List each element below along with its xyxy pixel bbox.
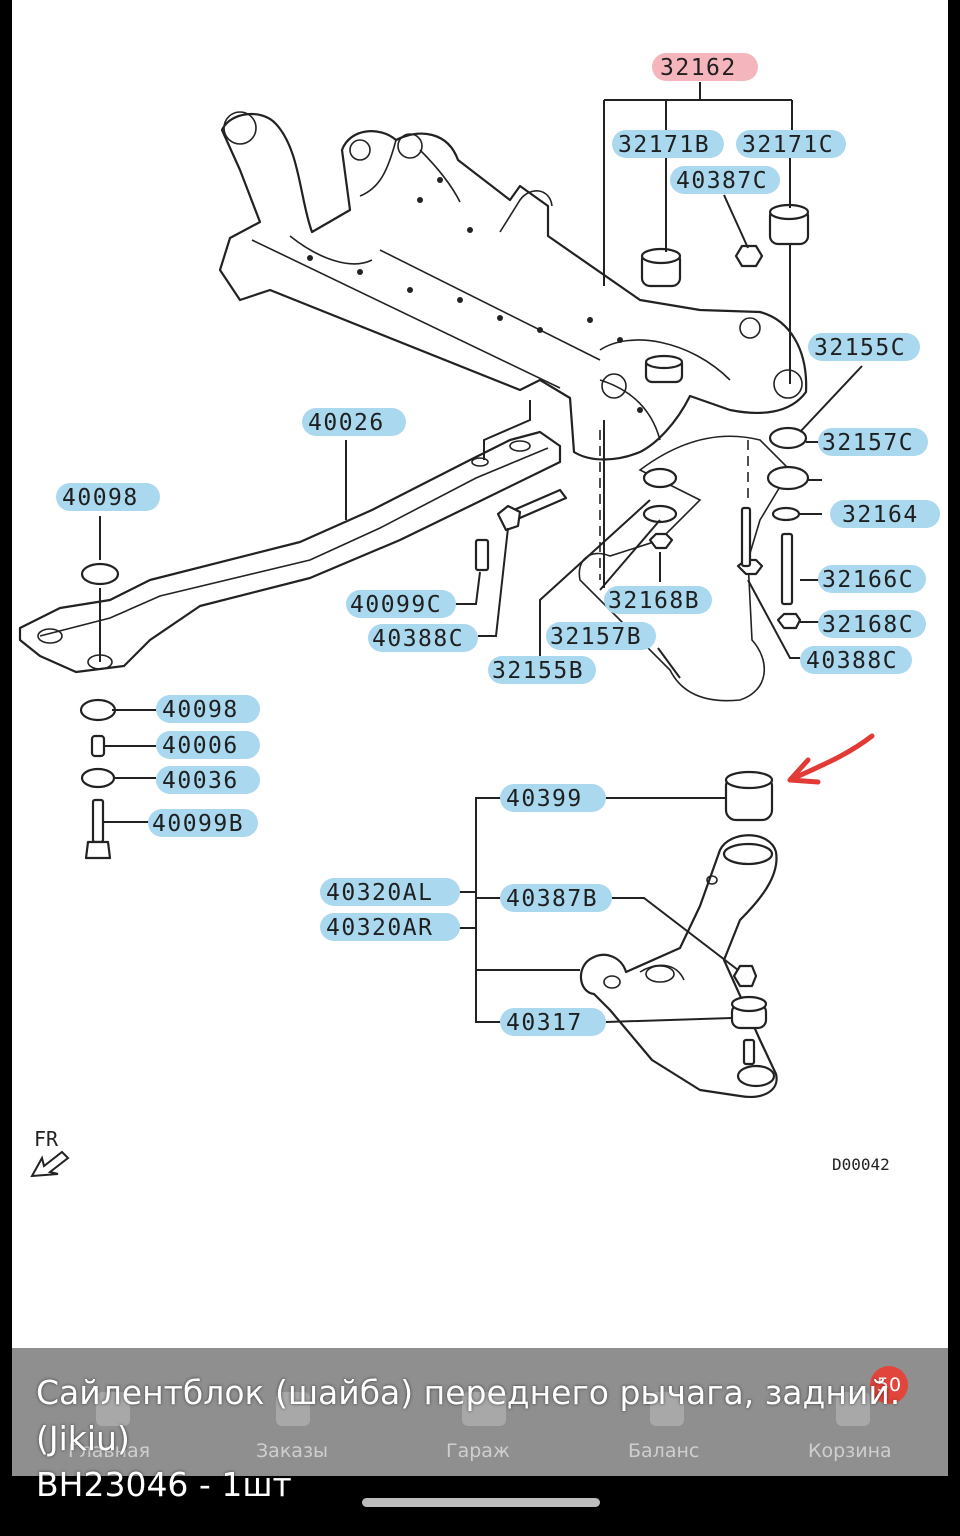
svg-text:32162: 32162 <box>660 55 737 81</box>
svg-text:32164: 32164 <box>842 502 919 528</box>
fr-label: FR <box>34 1127 59 1151</box>
label-40387b: 40387B <box>500 884 612 912</box>
bushing-parts <box>474 203 810 630</box>
highlight-arrow-icon <box>787 733 875 785</box>
svg-text:40098: 40098 <box>62 485 139 511</box>
left-stack-parts <box>79 562 120 860</box>
svg-text:40006: 40006 <box>162 733 239 759</box>
diagram-code: D00042 <box>832 1155 890 1174</box>
label-32168b: 32168B <box>604 586 712 614</box>
label-40098: 40098 <box>156 695 260 723</box>
nav-balance[interactable]: Баланс <box>628 1440 700 1462</box>
label-32171b: 32171B <box>612 130 724 158</box>
garage-icon <box>462 1392 506 1426</box>
svg-text:40098: 40098 <box>162 697 239 723</box>
label-32168c: 32168C <box>818 610 926 638</box>
svg-text:32157B: 32157B <box>550 624 642 650</box>
caption-line-3: BH23046 - 1шт <box>36 1465 292 1504</box>
home-icon <box>96 1392 130 1426</box>
label-40399: 40399 <box>500 784 606 812</box>
caption-line-2: (Jikiu) <box>36 1419 130 1458</box>
svg-text:40099B: 40099B <box>152 811 244 837</box>
label-40098-top: 40098 <box>56 483 160 511</box>
label-40006: 40006 <box>156 731 260 759</box>
label-32171c: 32171C <box>736 130 846 158</box>
label-32157b: 32157B <box>546 622 656 650</box>
cart-icon <box>836 1392 870 1426</box>
label-40099b: 40099B <box>148 809 258 837</box>
label-32155b: 32155B <box>488 656 596 684</box>
label-40320al: 40320AL <box>320 878 460 906</box>
svg-text:32155B: 32155B <box>492 658 584 684</box>
home-indicator[interactable] <box>362 1498 600 1507</box>
svg-text:32168C: 32168C <box>822 612 914 638</box>
cart-count-badge: 50 <box>870 1366 908 1404</box>
svg-text:32166C: 32166C <box>822 567 914 593</box>
label-40387c: 40387C <box>670 166 780 194</box>
label-40388c-right: 40388C <box>800 646 912 674</box>
nav-garage[interactable]: Гараж <box>446 1440 511 1462</box>
leader-lines <box>99 82 863 1023</box>
svg-text:40099C: 40099C <box>350 592 442 618</box>
label-40388c-left: 40388C <box>368 624 478 652</box>
svg-text:40320AL: 40320AL <box>326 880 433 906</box>
svg-text:32155C: 32155C <box>814 335 906 361</box>
caption-text: Сайлентблок (шайба) переднего рычага, за… <box>36 1370 916 1508</box>
svg-text:40036: 40036 <box>162 768 239 794</box>
svg-text:40388C: 40388C <box>372 626 464 652</box>
label-32162: 32162 <box>652 53 758 81</box>
parts-diagram: 32162 32171B 32171C 40387C 32155C 32157C… <box>18 53 940 1178</box>
caption-line-1: Сайлентблок (шайба) переднего рычага, за… <box>36 1373 901 1412</box>
svg-text:32168B: 32168B <box>608 588 700 614</box>
label-40026: 40026 <box>302 408 406 436</box>
label-32157c: 32157C <box>818 428 928 456</box>
label-40099c: 40099C <box>346 590 456 618</box>
balance-icon <box>650 1392 684 1426</box>
nav-orders[interactable]: Заказы <box>256 1440 329 1462</box>
svg-text:32157C: 32157C <box>822 430 914 456</box>
cross-beam-drawing <box>18 430 562 674</box>
svg-text:40388C: 40388C <box>806 648 898 674</box>
nav-cart[interactable]: Корзина <box>808 1440 892 1462</box>
label-32155c: 32155C <box>808 333 920 361</box>
label-32164: 32164 <box>830 500 940 528</box>
svg-text:40399: 40399 <box>506 786 583 812</box>
svg-text:40026: 40026 <box>308 410 385 436</box>
svg-text:40387C: 40387C <box>676 168 768 194</box>
label-40317: 40317 <box>500 1008 606 1036</box>
svg-text:40317: 40317 <box>506 1010 583 1036</box>
label-40036: 40036 <box>156 766 260 794</box>
lower-arm-drawing <box>579 770 778 1098</box>
fr-arrow-icon <box>30 1150 70 1178</box>
svg-text:40387B: 40387B <box>506 886 598 912</box>
orders-icon <box>276 1392 310 1426</box>
label-40320ar: 40320AR <box>320 913 460 941</box>
subframe-drawing <box>218 111 808 461</box>
label-32166c: 32166C <box>818 565 926 593</box>
svg-text:40320AR: 40320AR <box>326 915 433 941</box>
svg-text:32171B: 32171B <box>618 132 710 158</box>
svg-text:32171C: 32171C <box>742 132 834 158</box>
nav-home[interactable]: Главная <box>68 1440 151 1462</box>
